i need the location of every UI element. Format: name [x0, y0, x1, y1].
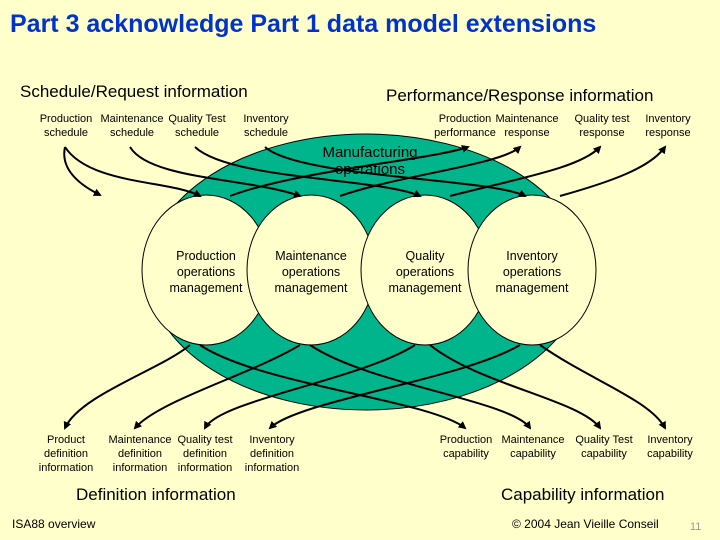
maintenance-operations-management-label: Maintenance operations management: [274, 249, 348, 295]
response-arrows: [229, 145, 667, 197]
inventory-capability-label: Inventory capability: [647, 434, 693, 460]
quality-test-capability-label: Quality Test capability: [575, 434, 633, 460]
page-title: Part 3 acknowledge Part 1 data model ext…: [10, 10, 597, 38]
quality-operations-management-label: Quality operations management: [388, 249, 462, 295]
maintenance-definition-label: Maintenance definition information: [108, 434, 172, 474]
production-capability-label: Production capability: [439, 434, 493, 460]
definition-information-heading: Definition information: [76, 485, 236, 504]
production-schedule-label: Production schedule: [39, 113, 93, 139]
quality-test-response-label: Quality test response: [574, 113, 630, 139]
performance-response-heading: Performance/Response information: [386, 86, 654, 105]
inventory-schedule-label: Inventory schedule: [243, 113, 289, 139]
page-number: 11: [690, 521, 702, 533]
schedule-request-heading: Schedule/Request information: [20, 82, 248, 101]
inventory-operations-management-label: Inventory operations management: [495, 249, 569, 295]
inventory-ellipse: [467, 194, 597, 346]
inventory-definition-label: Inventory definition information: [244, 434, 300, 474]
production-operations-management-label: Production operations management: [169, 249, 243, 295]
product-definition-label: Product definition information: [38, 434, 94, 474]
production-performance-label: Production performance: [434, 113, 496, 139]
footer-copyright: © 2004 Jean Vieille Conseil: [512, 517, 659, 531]
definition-arrows: [63, 344, 521, 430]
quality-test-schedule-label: Quality Test schedule: [168, 113, 226, 139]
footer-left: ISA88 overview: [12, 517, 96, 531]
capability-information-heading: Capability information: [501, 485, 665, 504]
maintenance-schedule-label: Maintenance schedule: [100, 113, 164, 139]
manufacturing-operations-label: Manufacturing operations: [322, 144, 418, 178]
schedule-arrows: [63, 146, 527, 198]
capability-arrows: [199, 344, 666, 430]
inventory-response-label: Inventory response: [645, 113, 691, 139]
maintenance-capability-label: Maintenance capability: [501, 434, 565, 460]
maintenance-response-label: Maintenance response: [495, 113, 559, 139]
quality-test-definition-label: Quality test definition information: [177, 434, 233, 474]
